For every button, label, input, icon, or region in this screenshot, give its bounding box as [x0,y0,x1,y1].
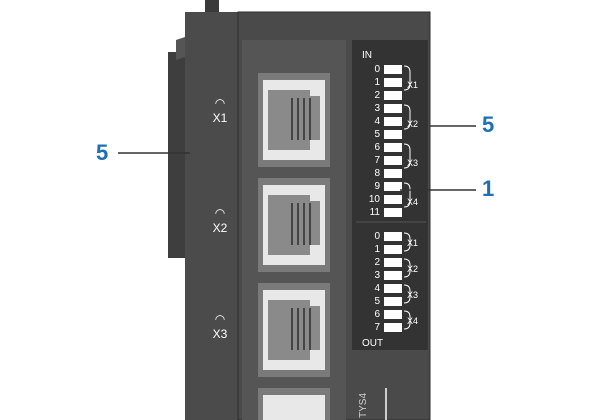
out-channel: 2 [374,257,380,268]
left-column [185,12,240,420]
port-link-icon: ◠ [214,312,226,326]
out-channel: 0 [374,231,380,242]
in-channel: 4 [374,116,380,127]
in-channel: 8 [374,168,380,179]
out-channel: 1 [374,244,380,255]
out-group-label: X2 [407,264,419,274]
top-latch [205,0,219,14]
in-group-label: X3 [407,158,419,168]
in-channel: 1 [374,77,380,88]
out-channel: 3 [374,270,380,281]
in-group-label: X1 [407,80,419,90]
in-channel: 11 [369,207,380,218]
in-channel: 9 [374,181,380,192]
out-channel: 6 [374,309,380,320]
port-label-x2: X2 [212,221,228,235]
in-group-label: X2 [407,119,419,129]
in-title: IN [362,50,372,61]
input-leds [384,65,402,217]
rj45-port-2[interactable] [258,178,330,272]
group-brackets [403,65,411,330]
in-channel: 7 [374,155,380,166]
in-channel: 3 [374,103,380,114]
output-leds [384,232,402,332]
port-link-icon: ◠ [214,206,226,220]
port-label-x3: X3 [212,327,228,341]
in-channel: 10 [368,194,380,205]
in-channel: 0 [374,64,380,75]
port-link-icon: ◠ [214,96,226,110]
in-channel: 5 [374,129,380,140]
port-label-x1: X1 [212,111,228,125]
out-group-label: X4 [407,316,419,326]
callout-right-top: 5 [482,112,495,137]
in-group-label: X4 [407,197,419,207]
in-channel: 6 [374,142,380,153]
out-channel: 5 [374,296,380,307]
out-channel: 4 [374,283,380,294]
rj45-port-4[interactable] [258,388,330,420]
module-side-label: TYS4 [358,392,369,418]
callout-right-mid: 1 [482,176,495,201]
rj45-port-1[interactable] [258,73,330,167]
rj45-port-3[interactable] [258,283,330,377]
callout-left: 5 [96,140,109,165]
out-group-label: X3 [407,290,419,300]
out-title: OUT [362,338,384,349]
out-group-label: X1 [407,238,419,248]
in-channel: 2 [374,90,380,101]
out-channel: 7 [374,322,380,333]
